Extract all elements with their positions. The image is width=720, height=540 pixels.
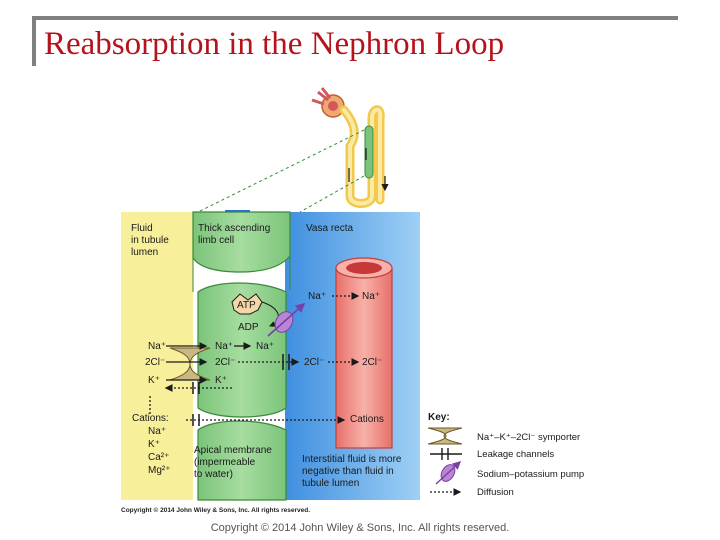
ion-cl-interstitial: 2Cl⁻ (304, 357, 324, 368)
cation-item-ca: Ca²⁺ (148, 452, 169, 463)
apical-note-line1: Apical membrane (194, 445, 272, 456)
leakage-channel-icons (192, 354, 290, 426)
ion-na-lumen: Na⁺ (148, 341, 166, 352)
title-frame-left (32, 16, 36, 66)
key-pump-icon (435, 461, 462, 485)
key-symporter-icon (427, 427, 463, 445)
key-leakage-channel-icon (430, 448, 462, 460)
cation-item-k: K⁺ (148, 439, 160, 450)
key-label-diffusion: Diffusion (477, 487, 514, 498)
cell-label-line2: limb cell (198, 235, 234, 246)
zoom-guide-lines (197, 129, 365, 213)
interstitial-note-line3: tubule lumen (302, 478, 359, 489)
figure-credit: Copyright © 2014 John Wiley & Sons, Inc.… (121, 507, 311, 514)
slide-title: Reabsorption in the Nephron Loop (44, 26, 505, 62)
ion-cl-cell: 2Cl⁻ (215, 357, 235, 368)
cation-item-na: Na⁺ (148, 426, 166, 437)
atp-label: ATP (237, 300, 256, 311)
nephron-loop-figure: Fluid in tubule lumen Thick ascending li… (121, 87, 584, 501)
lumen-label-line3: lumen (131, 247, 158, 258)
lumen-label-line1: Fluid (131, 223, 153, 234)
thick-ascending-limb-cells (192, 211, 291, 501)
nephron-thumbnail (311, 87, 385, 208)
key-label-symporter: Na⁺–K⁺–2Cl⁻ symporter (477, 432, 580, 443)
interstitial-note-line2: negative than fluid in (302, 466, 394, 477)
apical-note-line2: (impermeable (194, 457, 256, 468)
interstitial-note-line1: Interstitial fluid is more (302, 454, 402, 465)
cation-item-mg: Mg²⁺ (148, 465, 171, 476)
ion-k-cell: K⁺ (215, 375, 227, 386)
apical-note-line3: to water) (194, 469, 233, 480)
ion-cl-blood: 2Cl⁻ (362, 357, 382, 368)
key-title: Key: (428, 412, 450, 423)
vasa-recta-label: Vasa recta (306, 223, 353, 234)
cell-label-line1: Thick ascending (198, 223, 270, 234)
symporter-icon (169, 347, 211, 381)
ion-k-lumen: K⁺ (148, 375, 160, 386)
ion-na-cell: Na⁺ (215, 341, 233, 352)
lumen-label-line2: in tubule (131, 235, 169, 246)
atp-burst-icon (231, 293, 263, 315)
legend-key: Key: Na⁺–K⁺–2Cl⁻ symporter Leakage chann… (427, 412, 584, 498)
key-label-pump: Sodium–potassium pump (477, 469, 584, 480)
tubule-lumen-region (121, 212, 193, 500)
ion-na-blood: Na⁺ (362, 291, 380, 302)
ion-na-interstitial: Na⁺ (308, 291, 326, 302)
ion-na-pump: Na⁺ (256, 341, 274, 352)
slide-copyright: Copyright © 2014 John Wiley & Sons, Inc.… (210, 522, 510, 534)
vasa-recta-vessel (335, 257, 393, 449)
ion-cl-lumen: 2Cl⁻ (145, 357, 165, 368)
adp-label: ADP (238, 322, 259, 333)
cations-heading: Cations: (132, 413, 169, 424)
title-frame-top (32, 16, 678, 20)
ion-cations-blood: Cations (350, 414, 384, 425)
key-label-leakage: Leakage channels (477, 449, 554, 460)
